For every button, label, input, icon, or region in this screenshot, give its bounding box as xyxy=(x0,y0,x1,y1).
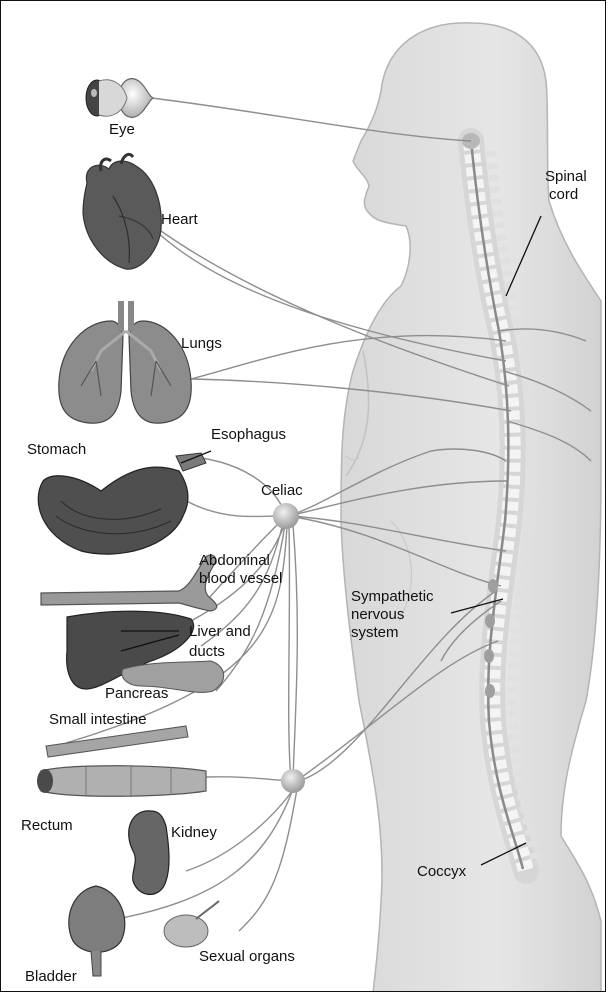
label-sympathetic-3: system xyxy=(351,624,399,641)
label-esophagus: Esophagus xyxy=(211,426,286,443)
kidney-organ xyxy=(129,811,169,895)
label-sympathetic-1: Sympathetic xyxy=(351,588,434,605)
label-liver-2: ducts xyxy=(189,643,225,660)
label-eye: Eye xyxy=(109,121,135,138)
label-coccyx: Coccyx xyxy=(417,863,467,880)
label-lungs: Lungs xyxy=(181,335,222,352)
label-spinal-2: cord xyxy=(549,186,578,203)
lungs-organ xyxy=(59,301,191,423)
label-celiac: Celiac xyxy=(261,482,303,499)
bladder-organ xyxy=(69,886,125,976)
inferior-ganglion xyxy=(281,769,305,793)
heart-organ xyxy=(83,154,161,269)
label-spinal-1: Spinal xyxy=(545,168,587,185)
label-heart: Heart xyxy=(161,211,199,228)
label-abdominal-2: blood vessel xyxy=(199,570,282,587)
label-small-intestine: Small intestine xyxy=(49,711,147,728)
label-rectum: Rectum xyxy=(21,817,73,834)
sexual-organs-organ xyxy=(164,901,219,947)
abdominal-blood-vessel-organ xyxy=(41,555,217,611)
celiac-ganglion xyxy=(273,503,299,529)
eye-organ xyxy=(86,79,153,118)
stomach-organ xyxy=(38,453,206,554)
label-bladder: Bladder xyxy=(25,968,77,985)
label-stomach: Stomach xyxy=(27,441,86,458)
rectum-organ xyxy=(37,765,206,797)
label-sympathetic-2: nervous xyxy=(351,606,404,623)
label-pancreas: Pancreas xyxy=(105,685,168,702)
label-abdominal-1: Abdominal xyxy=(199,552,270,569)
label-liver-1: Liver and xyxy=(189,623,251,640)
label-sexual-organs: Sexual organs xyxy=(199,948,295,965)
small-intestine-organ xyxy=(46,726,188,757)
label-kidney: Kidney xyxy=(171,824,217,841)
